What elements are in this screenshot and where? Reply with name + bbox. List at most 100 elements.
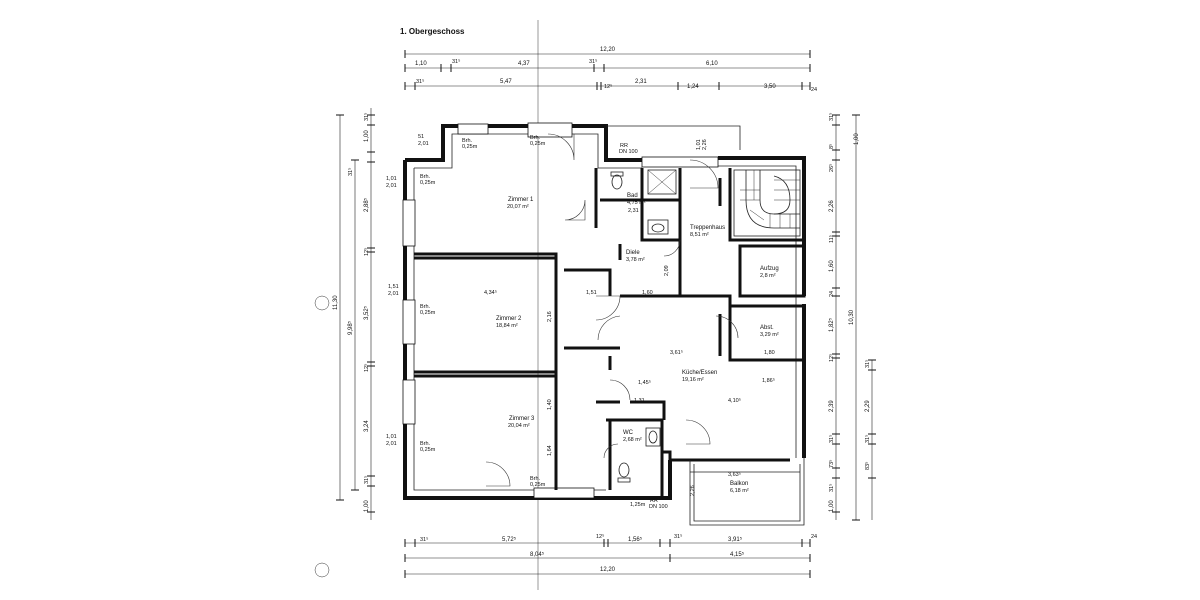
room-area: 19,16 m²: [682, 377, 704, 383]
room-name: Bad: [627, 193, 638, 199]
dimension-left: 11,30 9,98⁵ 31⁵ 1,00 31⁵ 2,88⁵ 12⁵ 3,52⁵…: [333, 108, 375, 520]
dim-overall-left: 11,30: [333, 295, 339, 310]
svg-text:1,00: 1,00: [364, 500, 370, 512]
svg-text:1,40: 1,40: [547, 399, 553, 410]
exterior-walls: [403, 124, 806, 500]
svg-text:1,64: 1,64: [547, 445, 553, 456]
staircase: [733, 169, 801, 237]
room-name: Balkon: [730, 481, 748, 487]
svg-text:5,72⁵: 5,72⁵: [502, 536, 517, 543]
windows: [402, 122, 719, 499]
svg-text:Brh.: Brh.: [530, 135, 541, 141]
svg-text:Brh.: Brh.: [530, 476, 541, 482]
svg-text:31⁵: 31⁵: [864, 435, 871, 443]
svg-text:12⁵: 12⁵: [363, 248, 370, 256]
room-area: 20,04 m²: [508, 423, 530, 429]
svg-text:31⁵: 31⁵: [828, 484, 835, 492]
svg-text:Brh.: Brh.: [420, 174, 431, 180]
svg-text:3,52⁵: 3,52⁵: [363, 305, 370, 320]
sanitary-fixtures: [610, 169, 677, 483]
svg-text:2,26: 2,26: [829, 200, 835, 212]
room-labels: Zimmer 1 20,07 m² Zimmer 2 18,84 m² Zimm…: [496, 193, 779, 494]
dimension-right: 31⁵ 1,00 8⁵ 26⁵ 2,26 11⁵ 1,60 24 1,82⁵ 1…: [828, 113, 876, 521]
room-name: Abst.: [760, 325, 774, 331]
room-name: Aufzug: [760, 266, 779, 272]
punch-hole: [314, 562, 330, 578]
svg-text:1,86⁵: 1,86⁵: [762, 377, 775, 384]
room-name: Zimmer 1: [508, 197, 534, 203]
svg-text:11⁵: 11⁵: [828, 235, 835, 243]
svg-text:2,16: 2,16: [547, 311, 553, 322]
toilet-icon: [618, 462, 630, 478]
svg-text:4,37: 4,37: [518, 61, 530, 67]
svg-text:0,25m: 0,25m: [420, 447, 436, 453]
svg-text:4,34⁵: 4,34⁵: [484, 289, 497, 296]
svg-text:12⁵: 12⁵: [604, 83, 612, 90]
svg-text:31⁵: 31⁵: [452, 58, 460, 65]
svg-text:31⁵: 31⁵: [347, 168, 354, 176]
dim-overall-bottom: 12,20: [600, 567, 616, 573]
svg-text:31⁵: 31⁵: [589, 58, 597, 65]
svg-text:2,39: 2,39: [829, 400, 835, 412]
svg-text:0,25m: 0,25m: [420, 180, 436, 186]
svg-text:Brh.: Brh.: [420, 304, 431, 310]
svg-text:1,45⁵: 1,45⁵: [638, 379, 651, 386]
svg-text:4,15⁵: 4,15⁵: [730, 551, 745, 558]
svg-text:73⁵: 73⁵: [828, 460, 835, 468]
svg-text:3,91⁵: 3,91⁵: [728, 536, 743, 543]
svg-text:RR: RR: [650, 498, 658, 504]
room-area: 6,18 m²: [730, 488, 749, 494]
room-area: 3,29 m²: [760, 332, 779, 338]
room-area: 18,84 m²: [496, 323, 518, 329]
room-area: 4,75 m²: [627, 200, 646, 206]
svg-text:2,09: 2,09: [664, 265, 670, 276]
room-area: 20,07 m²: [507, 204, 529, 210]
svg-text:1,60: 1,60: [642, 290, 653, 296]
room-name: WC: [623, 430, 634, 436]
svg-text:0,25m: 0,25m: [462, 144, 478, 150]
room-area: 3,78 m²: [626, 257, 645, 263]
svg-text:Brh.: Brh.: [630, 496, 641, 502]
interior-walls: [414, 168, 806, 498]
svg-text:26⁵: 26⁵: [828, 164, 835, 172]
svg-text:31⁵: 31⁵: [828, 435, 835, 443]
svg-text:3,24: 3,24: [364, 420, 370, 432]
svg-text:1,56⁵: 1,56⁵: [628, 536, 643, 543]
door-swings: [485, 133, 739, 487]
svg-text:1,10: 1,10: [415, 61, 427, 67]
svg-text:2,26: 2,26: [690, 485, 696, 496]
room-name: Küche/Essen: [682, 370, 717, 376]
svg-text:5,47: 5,47: [500, 79, 512, 85]
svg-text:DN 100: DN 100: [649, 504, 668, 510]
room-area: 2,68 m²: [623, 437, 642, 443]
balcony-roof-outline: [606, 125, 741, 150]
svg-text:12⁵: 12⁵: [596, 533, 604, 540]
room-name: Zimmer 3: [509, 416, 535, 422]
svg-text:2,01: 2,01: [386, 183, 397, 189]
svg-text:1,25m: 1,25m: [630, 502, 646, 508]
svg-text:1,60: 1,60: [829, 260, 835, 272]
svg-text:2,01: 2,01: [386, 441, 397, 447]
svg-text:1,24: 1,24: [687, 84, 699, 90]
svg-text:3,61⁵: 3,61⁵: [670, 349, 683, 356]
svg-text:12⁵: 12⁵: [828, 354, 835, 362]
sink-icon: [645, 427, 661, 447]
svg-text:6,10: 6,10: [706, 61, 718, 67]
svg-text:Brh.: Brh.: [462, 138, 473, 144]
svg-text:4,10⁵: 4,10⁵: [728, 397, 741, 404]
svg-text:2,01: 2,01: [388, 291, 399, 297]
room-area: 8,51 m²: [690, 232, 709, 238]
svg-text:1,01: 1,01: [386, 434, 397, 440]
toilet-icon: [611, 174, 623, 190]
svg-text:1,51: 1,51: [586, 290, 597, 296]
svg-text:3,50: 3,50: [764, 84, 776, 90]
svg-text:8,04⁵: 8,04⁵: [530, 551, 545, 558]
svg-text:2,26: 2,26: [702, 139, 708, 150]
svg-text:31⁵: 31⁵: [363, 113, 370, 121]
svg-text:2,29: 2,29: [865, 400, 871, 412]
svg-text:1,00: 1,00: [364, 130, 370, 142]
shower-tray: [647, 169, 677, 195]
svg-text:2,01: 2,01: [418, 141, 429, 147]
dimension-top: 12,20 1,10 31⁵ 4,37 31⁵ 6,10 31⁵ 5,47 12…: [404, 47, 817, 93]
